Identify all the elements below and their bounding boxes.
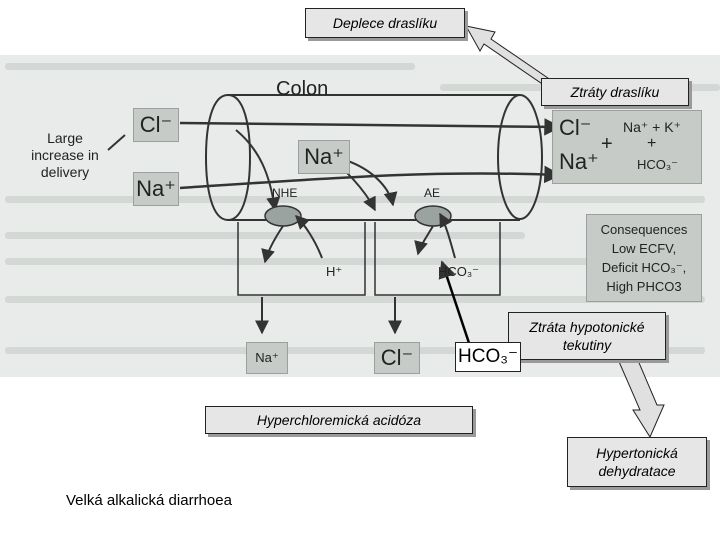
hco3-pointer-line [438,260,471,344]
na-to-nhe-arrow [235,129,281,212]
na-lumen-label: Na⁺ [136,176,176,201]
background-text-line [5,232,525,239]
hco3-cell-label: HCO₃⁻ [438,264,480,279]
hco3-secretion-arrow [439,212,456,259]
out-plus2-label: + [647,135,657,152]
na-mid-box: Na⁺ [298,140,350,174]
cl-out-label: Cl⁻ [380,345,414,370]
hypotonic-callout: Ztráta hypotonické tekutiny [508,312,666,360]
background-text-line [5,296,705,303]
colon-tube [204,94,543,221]
consequences-line-4: High PHCO3 [606,279,682,294]
na-lumen-box: Na⁺ [133,172,179,206]
ae-cl-arrow [414,225,434,256]
h-secretion-arrow [295,215,323,259]
out-cl-label: Cl⁻ [559,115,592,140]
caption: Velká alkalická diarrhoea [66,492,232,509]
background-text-line [5,63,415,70]
hyperchlor-callout: Hyperchloremická acidóza [205,406,473,434]
consequences-line-2: Low ECFV, [611,241,677,256]
na-mid-label: Na⁺ [304,144,344,169]
cl-lumen-box: Cl⁻ [133,108,179,142]
deplece-callout: Deplece draslíku [305,8,465,38]
background-text-line [5,196,705,203]
large-increase-label: Large increase in delivery [31,130,99,180]
consequences-line-1: Consequences [600,222,688,237]
cell-outlines [237,222,501,296]
nhe-label: NHE [272,186,298,200]
background-text-line [5,347,705,354]
consequences-line-3: Deficit HCO₃⁻, [601,260,687,275]
nhe-transporter [264,205,302,227]
na-flow-arrow [179,165,562,190]
na-absorb-arrow [344,159,398,207]
hco3-big-label: HCO₃⁻ [455,342,521,372]
na-out-box: Na⁺ [246,342,288,374]
hypertonic-arrow [616,350,665,439]
consequences-box: Consequences Low ECFV, Deficit HCO₃⁻, Hi… [586,214,702,302]
hypertonic-callout: Hypertonická dehydratace [567,437,707,487]
out-hco3-label: HCO₃⁻ [637,157,679,172]
stool-output-box: Cl⁻ Na⁺ + Na⁺ + K⁺ + HCO₃⁻ [552,110,702,184]
nhe-na-arrow [261,225,284,264]
cl-lumen-label: Cl⁻ [139,112,173,137]
na-out-label: Na⁺ [255,350,279,365]
ae-transporter [414,205,452,227]
out-na-label: Na⁺ [559,149,599,174]
out-nak-label: Na⁺ + K⁺ [623,119,681,135]
colon-label: Colon [276,78,329,100]
cl-flow-arrow [179,118,562,136]
ae-label: AE [424,186,441,200]
h-label: H⁺ [326,264,343,279]
ztraty-callout: Ztráty draslíku [541,78,689,106]
background-text-line [5,258,695,265]
out-plus-label: + [601,133,613,155]
cl-out-box: Cl⁻ [374,342,420,374]
